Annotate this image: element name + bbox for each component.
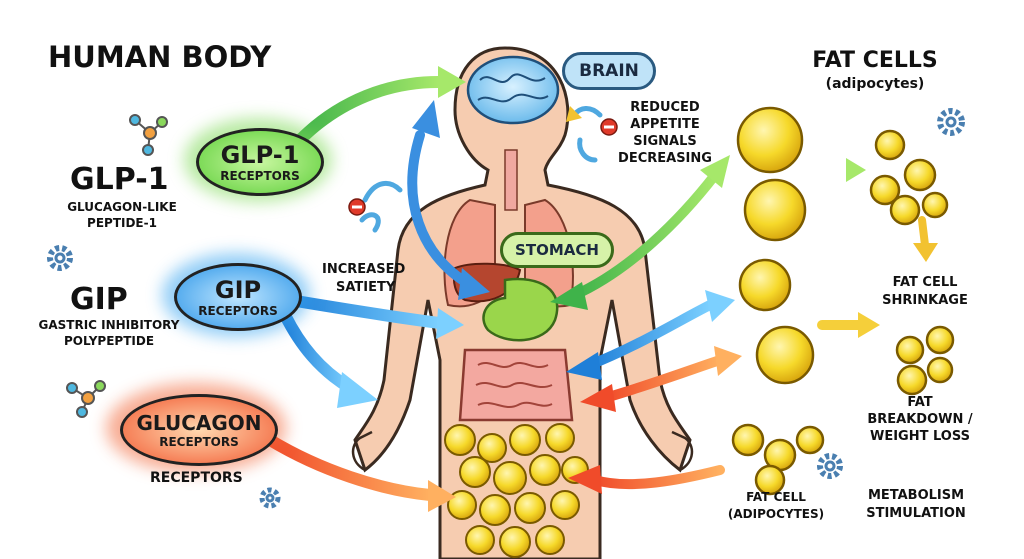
fat-cells-group — [731, 106, 955, 496]
glp1-abbr: GLP-1 — [70, 162, 169, 197]
glucagon-receptors-sub: RECEPTORS — [159, 435, 239, 449]
glucagon-receptors-caption: RECEPTORS — [150, 470, 243, 486]
stomach-organ — [482, 277, 559, 342]
shrinkage-label-1: FAT CELL — [892, 275, 958, 290]
gip-abbr: GIP — [70, 282, 128, 317]
glp1-receptors-sub: RECEPTORS — [220, 169, 300, 183]
gip-receptors-badge: GIP RECEPTORS — [174, 263, 302, 331]
brain-organ — [466, 55, 560, 125]
fat-cell-adipocytes-1: FAT CELL — [746, 490, 806, 504]
appetite-label-2: APPETITE — [630, 117, 700, 132]
satiety-label-2: SATIETY — [336, 280, 396, 295]
metabolism-label-1: METABOLISM — [867, 488, 965, 503]
gip-fullname-1: GASTRIC INHIBITORY — [38, 318, 180, 332]
satiety-arrows — [359, 180, 403, 233]
appetite-label-1: REDUCED — [630, 100, 700, 115]
fat-cell-adipocytes-2: (ADIPOCYTES) — [727, 507, 825, 521]
appetite-label-4: DECREASING — [618, 151, 712, 166]
fat-cells-subtitle: (adipocytes) — [825, 76, 925, 92]
human-body-title: HUMAN BODY — [48, 40, 272, 74]
shrinkage-label-2: SHRINKAGE — [882, 293, 968, 308]
stomach-label: STOMACH — [500, 232, 614, 268]
breakdown-label-3: WEIGHT LOSS — [869, 429, 970, 444]
brain-label: BRAIN — [562, 52, 656, 90]
satiety-label-1: INCREASED — [322, 262, 406, 277]
gear-icon — [47, 245, 73, 271]
appetite-arrowhead-icon — [566, 106, 582, 122]
appetite-label-3: SIGNALS — [633, 134, 697, 149]
gip-receptors-sub: RECEPTORS — [198, 304, 278, 318]
glp1-fullname-2: PEPTIDE-1 — [87, 216, 157, 230]
glp1-receptors-badge: GLP-1 RECEPTORS — [196, 128, 324, 196]
glucagon-receptors-badge: GLUCAGON RECEPTORS — [120, 394, 278, 466]
breakdown-label-2: BREAKDOWN / — [867, 412, 973, 427]
breakdown-label-1: FAT — [907, 395, 933, 410]
fat-cells-title: FAT CELLS — [812, 48, 938, 73]
gear-icon — [817, 453, 843, 479]
metabolism-label-2: STIMULATION — [866, 506, 966, 521]
intestines — [458, 348, 574, 422]
gear-icon — [259, 487, 281, 509]
gip-fullname-2: POLYPEPTIDE — [63, 334, 155, 348]
molecule-icon — [129, 114, 168, 156]
gip-receptors-title: GIP — [214, 276, 262, 304]
glp1-fullname-1: GLUCAGON-LIKE — [67, 200, 177, 214]
molecule-icon — [66, 380, 106, 418]
arrows — [264, 66, 938, 512]
glucagon-receptors-title: GLUCAGON — [136, 411, 262, 435]
gear-icon — [937, 108, 965, 136]
glp1-receptors-title: GLP-1 — [220, 141, 300, 169]
